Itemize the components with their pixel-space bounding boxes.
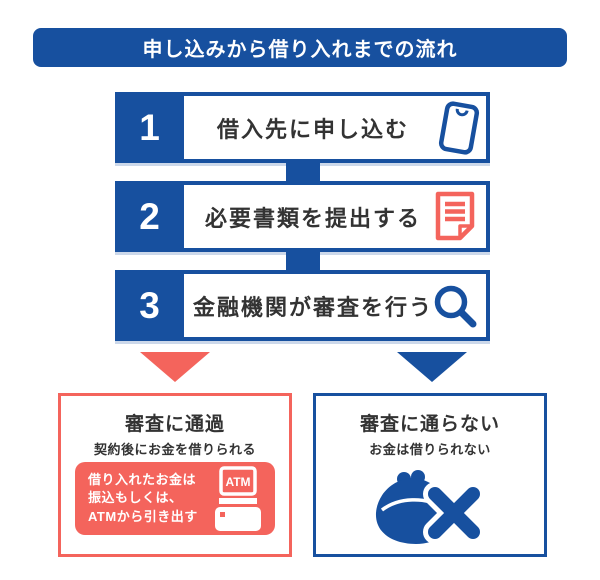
outcome-fail-title: 審査に通らない	[359, 414, 500, 435]
step-number: 2	[139, 195, 160, 237]
step-label: 借入先に申し込む	[216, 116, 409, 142]
note-line: 振込もしくは、	[88, 490, 183, 506]
search-icon	[432, 283, 478, 329]
smartphone-icon	[436, 99, 482, 157]
step-body: 借入先に申し込む	[184, 96, 486, 159]
arrow-down-fail-icon	[397, 352, 467, 382]
atm-icon: ATM	[210, 465, 266, 533]
note-line: 借り入れたお金は	[88, 472, 197, 487]
step-label: 必要書類を提出する	[204, 205, 421, 231]
document-icon	[432, 190, 478, 244]
arrow-down-pass-icon	[140, 352, 210, 382]
outcome-fail-box: 審査に通らない お金は借りられない	[313, 393, 547, 557]
connector-line	[286, 251, 320, 271]
step-number: 3	[139, 284, 160, 326]
step-body: 金融機関が審査を行う	[184, 274, 486, 337]
step-screening: 3 金融機関が審査を行う	[115, 270, 490, 341]
step-body: 必要書類を提出する	[184, 185, 486, 248]
step-label: 金融機関が審査を行う	[192, 294, 433, 320]
outcome-pass-box: 審査に通過 契約後にお金を借りられる 借り入れたお金は 振込もしくは、 ATMか…	[58, 393, 292, 557]
outcome-pass-title: 審査に通過	[124, 414, 225, 435]
withdraw-note: 借り入れたお金は 振込もしくは、 ATMから引き出す ATM	[75, 462, 275, 535]
step-documents: 2 必要書類を提出する	[115, 181, 490, 252]
outcome-fail-subtitle: お金は借りられない	[369, 442, 491, 457]
page-title: 申し込みから借り入れまでの流れ	[142, 39, 458, 61]
withdraw-note-text: 借り入れたお金は 振込もしくは、 ATMから引き出す	[88, 471, 198, 526]
outcome-pass-subtitle: 契約後にお金を借りられる	[93, 442, 256, 457]
connector-line	[286, 162, 320, 182]
note-line: ATMから引き出す	[88, 508, 198, 524]
flow-title-banner: 申し込みから借り入れまでの流れ	[33, 28, 567, 67]
atm-icon-label: ATM	[225, 475, 250, 489]
step-number: 1	[139, 106, 160, 148]
purse-x-icon	[371, 466, 489, 548]
step-apply: 1 借入先に申し込む	[115, 92, 490, 163]
